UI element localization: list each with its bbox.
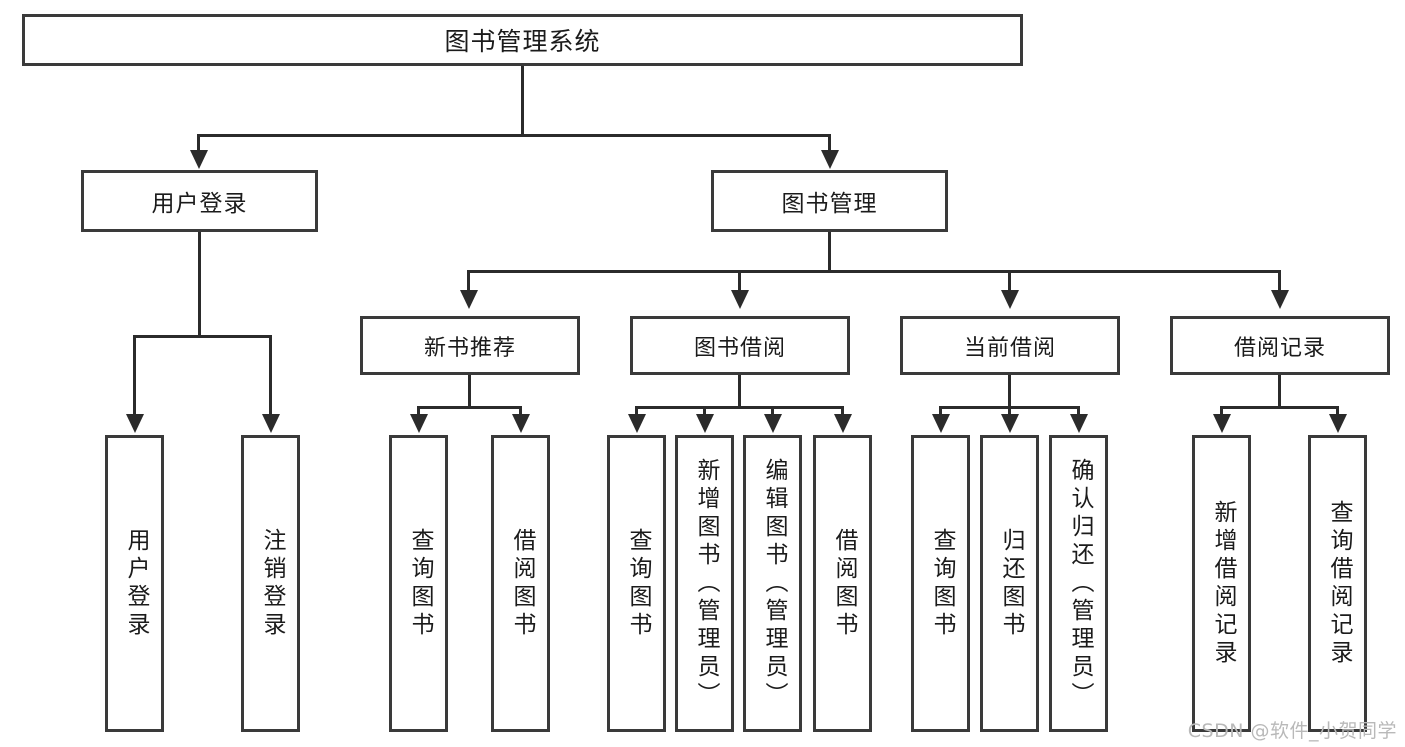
arrow-book-borrow-leaf-1 xyxy=(628,414,646,433)
edge-book-management-drop-1 xyxy=(467,270,470,292)
edge-book-borrow-bus xyxy=(635,406,844,409)
node-new-book-recommend[interactable]: 新书推荐 xyxy=(360,316,580,375)
edge-root-stem xyxy=(521,66,524,136)
node-label: 查询图书 xyxy=(929,527,955,640)
edge-book-management-stem xyxy=(828,232,831,272)
node-label: 查询图书 xyxy=(407,527,433,640)
edge-user-login-stem xyxy=(198,232,201,337)
edge-user-login-drop-1 xyxy=(133,335,136,416)
arrow-new-book-leaf-2 xyxy=(512,414,530,433)
node-label: 借阅图书 xyxy=(831,527,857,640)
node-leaf-query-book-current[interactable]: 查询图书 xyxy=(911,435,970,732)
edge-borrow-record-stem xyxy=(1278,375,1281,408)
edge-new-book-bus xyxy=(417,406,522,409)
node-label: 编辑图书（管理员） xyxy=(761,457,787,710)
edge-new-book-stem xyxy=(468,375,471,408)
arrow-user-login-leaf-1 xyxy=(126,414,144,433)
edge-borrow-record-drop-2 xyxy=(1336,406,1339,416)
node-label: 用户登录 xyxy=(123,527,149,640)
node-label: 确认归还（管理员） xyxy=(1067,457,1093,710)
node-book-borrow[interactable]: 图书借阅 xyxy=(630,316,850,375)
edge-book-borrow-drop-1 xyxy=(635,406,638,416)
arrow-root-to-user-login xyxy=(190,150,208,169)
edge-book-management-drop-2 xyxy=(738,270,741,292)
node-leaf-user-login[interactable]: 用户登录 xyxy=(105,435,164,732)
node-leaf-logout[interactable]: 注销登录 xyxy=(241,435,300,732)
node-leaf-edit-book-admin[interactable]: 编辑图书（管理员） xyxy=(743,435,802,732)
edge-book-borrow-drop-2 xyxy=(703,406,706,416)
node-current-borrow[interactable]: 当前借阅 xyxy=(900,316,1120,375)
arrow-current-borrow-leaf-2 xyxy=(1001,414,1019,433)
arrow-book-borrow-leaf-3 xyxy=(764,414,782,433)
node-leaf-add-book-admin[interactable]: 新增图书（管理员） xyxy=(675,435,734,732)
arrow-book-management-to-borrow-record xyxy=(1271,290,1289,309)
node-label: 借阅图书 xyxy=(509,527,535,640)
edge-root-to-book-management xyxy=(828,134,831,152)
edge-borrow-record-drop-1 xyxy=(1220,406,1223,416)
edge-borrow-record-bus xyxy=(1220,406,1339,409)
node-label: 归还图书 xyxy=(998,527,1024,640)
edge-root-bus xyxy=(197,134,830,137)
node-leaf-borrow-book-recommend[interactable]: 借阅图书 xyxy=(491,435,550,732)
edge-user-login-drop-2 xyxy=(269,335,272,416)
edge-new-book-drop-2 xyxy=(519,406,522,416)
arrow-book-management-to-current-borrow xyxy=(1001,290,1019,309)
arrow-book-borrow-leaf-2 xyxy=(696,414,714,433)
node-label: 查询借阅记录 xyxy=(1326,499,1352,668)
node-label: 用户登录 xyxy=(151,191,248,217)
edge-book-borrow-stem xyxy=(738,375,741,408)
node-label: 注销登录 xyxy=(259,527,285,640)
node-leaf-add-borrow-record[interactable]: 新增借阅记录 xyxy=(1192,435,1251,732)
edge-book-management-bus xyxy=(467,270,1281,273)
arrow-user-login-leaf-2 xyxy=(262,414,280,433)
arrow-new-book-leaf-1 xyxy=(410,414,428,433)
node-label: 借阅记录 xyxy=(1233,335,1326,361)
node-label: 新增图书（管理员） xyxy=(693,457,719,710)
edge-user-login-bus xyxy=(133,335,272,338)
node-leaf-confirm-return-admin[interactable]: 确认归还（管理员） xyxy=(1049,435,1108,732)
edge-root-to-user-login xyxy=(197,134,200,152)
edge-book-borrow-drop-3 xyxy=(771,406,774,416)
node-label: 新增借阅记录 xyxy=(1210,499,1236,668)
node-leaf-query-book[interactable]: 查询图书 xyxy=(607,435,666,732)
node-label: 图书管理 xyxy=(781,191,878,217)
arrow-current-borrow-leaf-3 xyxy=(1070,414,1088,433)
arrow-borrow-record-leaf-2 xyxy=(1329,414,1347,433)
edge-book-management-drop-4 xyxy=(1278,270,1281,292)
edge-book-management-drop-3 xyxy=(1008,270,1011,292)
edge-book-borrow-drop-4 xyxy=(841,406,844,416)
arrow-current-borrow-leaf-1 xyxy=(932,414,950,433)
edge-current-borrow-drop-3 xyxy=(1077,406,1080,416)
node-leaf-query-borrow-record[interactable]: 查询借阅记录 xyxy=(1308,435,1367,732)
arrow-book-management-to-new-book xyxy=(460,290,478,309)
node-book-management[interactable]: 图书管理 xyxy=(711,170,948,232)
edge-new-book-drop-1 xyxy=(417,406,420,416)
node-leaf-return-book[interactable]: 归还图书 xyxy=(980,435,1039,732)
arrow-root-to-book-management xyxy=(821,150,839,169)
arrow-book-borrow-leaf-4 xyxy=(834,414,852,433)
node-root-book-management-system[interactable]: 图书管理系统 xyxy=(22,14,1023,66)
node-leaf-query-book-recommend[interactable]: 查询图书 xyxy=(389,435,448,732)
edge-current-borrow-stem xyxy=(1008,375,1011,408)
edge-current-borrow-drop-1 xyxy=(939,406,942,416)
arrow-borrow-record-leaf-1 xyxy=(1213,414,1231,433)
node-label: 图书借阅 xyxy=(693,335,786,361)
edge-current-borrow-drop-2 xyxy=(1008,406,1011,416)
node-label: 图书管理系统 xyxy=(444,27,601,56)
node-borrow-record[interactable]: 借阅记录 xyxy=(1170,316,1390,375)
node-user-login[interactable]: 用户登录 xyxy=(81,170,318,232)
arrow-book-management-to-book-borrow xyxy=(731,290,749,309)
node-label: 新书推荐 xyxy=(423,335,516,361)
node-leaf-borrow-book[interactable]: 借阅图书 xyxy=(813,435,872,732)
node-label: 查询图书 xyxy=(625,527,651,640)
node-label: 当前借阅 xyxy=(963,335,1056,361)
